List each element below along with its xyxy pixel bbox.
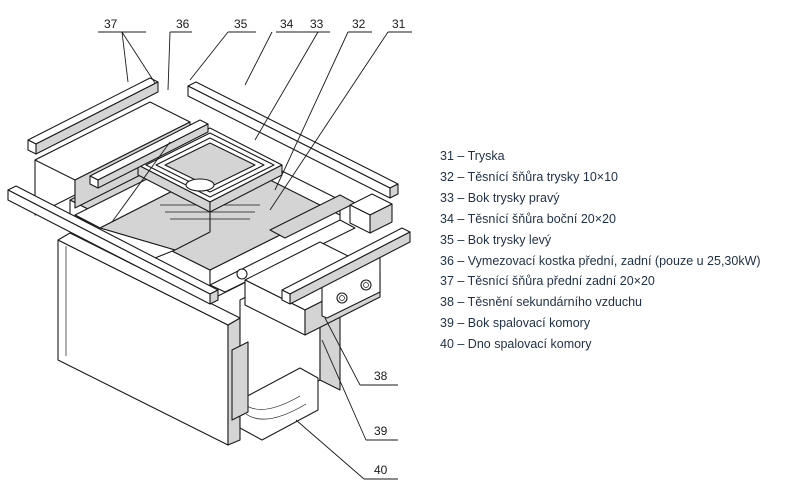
callout-37: 37 [104,17,118,31]
sealing-cord-front-rear-1 [27,77,159,155]
callout-32: 32 [352,17,366,31]
chamber-bottom-tray [231,341,319,441]
legend-item: 39 – Bok spalovací komory [440,316,591,331]
sealing-cord-front-rear-2 [89,119,209,189]
callout-38: 38 [374,369,388,383]
legend-item: 32 – Těsnící šňůra trysky 10×10 [440,169,618,184]
spacer-cube-front [349,193,393,234]
callout-36: 36 [176,17,190,31]
callout-numbers: 37 36 35 34 33 32 31 38 39 40 [104,17,406,477]
callout-40: 40 [374,463,388,477]
legend-item: 34 – Těsnící šňůra boční 20×20 [440,211,616,226]
callout-39: 39 [374,424,388,438]
callout-31: 31 [392,17,406,31]
legend-item: 37 – Těsnící šňůra přední zadní 20×20 [440,274,655,289]
callout-34: 34 [280,17,294,31]
callout-33: 33 [310,17,324,31]
parts-legend: 31 – Tryska 32 – Těsnící šňůra trysky 10… [440,146,761,355]
legend-item: 35 – Bok trysky levý [440,232,552,247]
legend-item: 31 – Tryska [440,149,505,163]
sealing-cord-front-bar [281,227,411,305]
callout-35: 35 [234,17,248,31]
sealing-cord-side-2 [7,185,219,305]
legend-item: 40 – Dno spalovací komory [440,337,592,352]
sealing-cord-side-1 [187,81,399,199]
fixing-pin [236,268,248,280]
legend-item: 36 – Vymezovací kostka přední, zadní (po… [440,253,761,268]
legend-item: 38 – Těsnění sekundárního vzduchu [440,295,642,310]
leader-lines [98,31,412,480]
legend-item: 33 – Bok trysky pravý [440,190,560,205]
